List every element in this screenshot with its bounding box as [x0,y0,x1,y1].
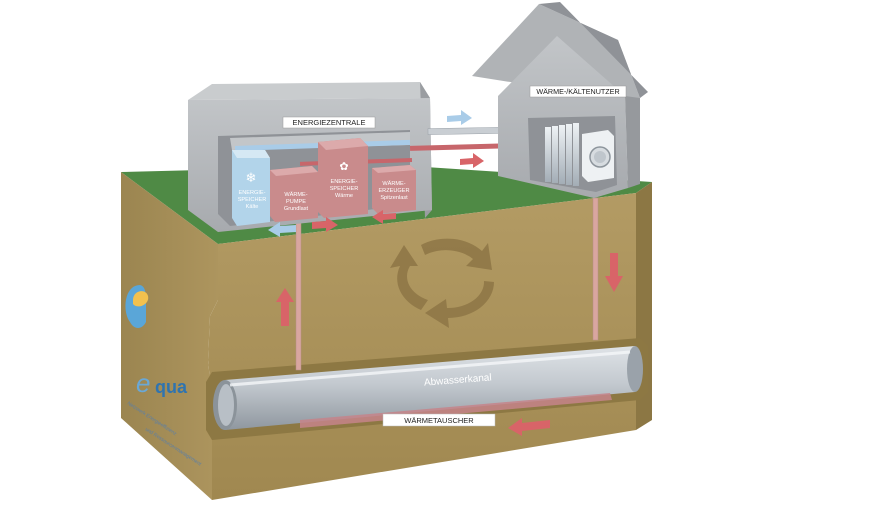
logo-wordmark-qua: qua [155,377,188,397]
snowflake-icon: ❄ [246,170,257,185]
waermeerzeuger: WÄRME- ERZEUGER Spitzenlast [372,165,416,214]
logo-wordmark: e [136,368,150,398]
waermetauscher-label: WÄRMETAUSCHER [404,416,474,425]
arrow-right-floor-icon [312,217,338,232]
energiezentrale-label: ENERGIEZENTRALE [293,118,366,127]
arrow-left-floor-icon [372,210,396,224]
speicher-kaelte-l3: Kälte [246,204,259,210]
waermeerzeuger-l3: Spitzenlast [380,195,408,201]
arrow-left-cold-icon [268,222,296,237]
cooling-unit-icon [582,130,614,182]
speicher-waerme-l1: ENERGIE- [330,179,357,185]
arrow-right-cold-icon [447,110,472,125]
speicher-waerme-l3: Wärme [335,193,353,199]
waermepumpe-l2: PUMPE [286,199,306,205]
waermenutzer-label-box [529,85,627,98]
speicher-waerme: ✿ ENERGIE- SPEICHER Wärme [318,138,368,218]
flame-icon: ✿ [339,161,348,173]
energiezentrale-label-box [282,116,376,129]
riser-pipe-right [592,197,599,341]
waermetauscher-label-box [382,413,496,427]
waermepumpe: WÄRME- PUMPE Grundlast [270,166,318,222]
radiator-icon [545,123,579,186]
riser-pipe-left [295,219,302,371]
waermeerzeuger-l1: WÄRME- [382,180,405,187]
cycle-arrows-icon [390,238,494,328]
waermeerzeuger-l2: ERZEUGER [378,188,409,194]
speicher-kaelte-l2: SPEICHER [238,197,267,203]
speicher-kaelte-l1: ENERGIE- [238,190,265,196]
abwasserkanal-label: Abwasserkanal [424,372,492,388]
soil-left-face [121,172,218,500]
arrow-right-hot-icon [460,153,484,168]
waermepumpe-l3: Grundlast [284,206,309,212]
arrow-down-right-icon [605,253,623,292]
arrow-left-bottom-icon [508,418,550,436]
speicher-kaelte: ❄ ENERGIE- SPEICHER Kälte [232,150,270,226]
waermepumpe-l1: WÄRME- [284,191,307,198]
sewer-pipe [213,346,643,430]
waermenutzer-label: WÄRME-/KÄLTENUTZER [536,87,619,96]
arrow-up-left-icon [276,288,294,326]
speicher-waerme-l2: SPEICHER [330,186,359,192]
